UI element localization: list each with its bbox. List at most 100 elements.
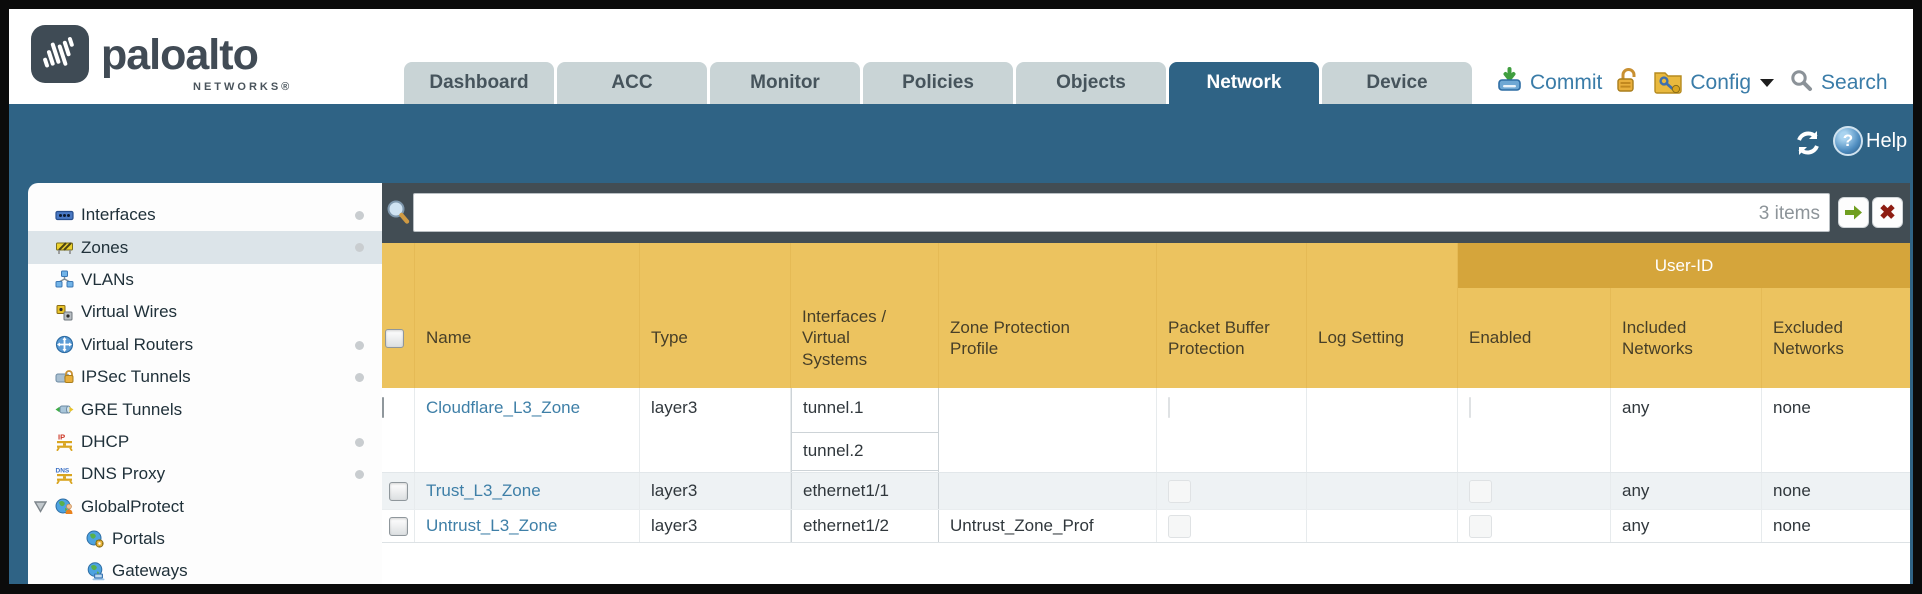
svg-text:IP: IP bbox=[58, 433, 65, 442]
row-checkbox[interactable] bbox=[382, 397, 384, 418]
dhcp-icon: IP bbox=[56, 433, 73, 452]
top-bar: paloalto NETWORKS® Dashboard ACC Monitor… bbox=[9, 9, 1913, 104]
zone-protection-cell bbox=[939, 388, 1157, 472]
vlans-icon bbox=[55, 270, 74, 288]
included-networks-cell: any bbox=[1611, 388, 1762, 472]
interfaces-icon bbox=[55, 210, 74, 220]
user-id-enabled-checkbox[interactable] bbox=[1469, 397, 1471, 418]
sidebar-item-zones[interactable]: Zones bbox=[28, 231, 382, 264]
status-dot bbox=[355, 470, 364, 480]
log-setting-cell bbox=[1307, 473, 1458, 509]
packet-buffer-checkbox[interactable] bbox=[1168, 514, 1191, 538]
interface-entry: tunnel.1 bbox=[792, 388, 938, 433]
zone-type-cell: layer3 bbox=[640, 388, 791, 472]
column-header-excluded-networks: Excluded Networks bbox=[1773, 317, 1844, 358]
zone-name-link[interactable]: Trust_L3_Zone bbox=[426, 481, 541, 500]
row-checkbox[interactable] bbox=[388, 481, 408, 501]
excluded-networks-cell: none bbox=[1773, 516, 1811, 535]
help-icon: ? bbox=[1833, 126, 1863, 156]
packet-buffer-checkbox[interactable] bbox=[1168, 479, 1191, 503]
dns-proxy-icon: DNS bbox=[56, 467, 73, 484]
sidebar-item-virtual-routers[interactable]: Virtual Routers bbox=[28, 329, 382, 361]
commit-button[interactable]: Commit bbox=[1530, 71, 1603, 94]
sidebar-item-dns-proxy[interactable]: DNS DNS Proxy bbox=[28, 458, 382, 490]
clear-filter-button[interactable]: ✖ bbox=[1872, 197, 1903, 228]
config-caret-icon[interactable] bbox=[1760, 79, 1775, 87]
search-icon[interactable] bbox=[1789, 68, 1814, 98]
packet-buffer-checkbox[interactable] bbox=[1168, 397, 1170, 418]
expander-icon[interactable] bbox=[34, 500, 47, 513]
config-button[interactable]: Config bbox=[1690, 71, 1752, 94]
interface-entry: ethernet1/1 bbox=[803, 481, 890, 500]
svg-text:DNS: DNS bbox=[56, 467, 70, 474]
brand-subtext: NETWORKS® bbox=[193, 81, 293, 93]
table-row: Untrust_L3_Zone layer3 ethernet1/2 Untru… bbox=[382, 509, 1910, 543]
sidebar-item-gre-tunnels[interactable]: GRE Tunnels bbox=[28, 393, 382, 425]
commit-icon[interactable] bbox=[1496, 67, 1523, 99]
tab-network[interactable]: Network bbox=[1169, 62, 1319, 104]
zone-name-link[interactable]: Untrust_L3_Zone bbox=[426, 516, 558, 535]
tab-policies[interactable]: Policies bbox=[863, 62, 1013, 104]
status-dot bbox=[355, 437, 364, 447]
utility-actions: Commit Config bbox=[1496, 62, 1888, 104]
paloalto-logo-icon bbox=[31, 25, 89, 83]
filter-bar: 3 items ✖ bbox=[382, 183, 1910, 243]
sidebar-item-vlans[interactable]: VLANs bbox=[28, 264, 382, 296]
network-sidebar: Interfaces Zones VLANs Virtual Wires Vir… bbox=[28, 183, 382, 584]
column-header-interfaces: Interfaces / Virtual Systems bbox=[802, 307, 887, 369]
virtual-routers-icon bbox=[55, 336, 74, 354]
zone-type-cell: layer3 bbox=[640, 473, 791, 509]
sidebar-item-virtual-wires[interactable]: Virtual Wires bbox=[28, 296, 382, 328]
globalprotect-icon bbox=[55, 498, 73, 515]
table-header: Name Type Interfaces / Virtual Systems Z… bbox=[382, 243, 1910, 388]
lock-icon[interactable] bbox=[1615, 67, 1640, 99]
help-action[interactable]: ? Help bbox=[1833, 126, 1907, 156]
zone-protection-cell bbox=[939, 473, 1157, 509]
apply-filter-button[interactable] bbox=[1838, 197, 1869, 228]
table-row: Cloudflare_L3_Zone layer3 tunnel.1 tunne… bbox=[382, 388, 1910, 472]
row-checkbox[interactable] bbox=[388, 516, 408, 536]
included-networks-cell: any bbox=[1611, 473, 1762, 509]
sidebar-item-interfaces[interactable]: Interfaces bbox=[28, 199, 382, 231]
tab-objects[interactable]: Objects bbox=[1016, 62, 1166, 104]
table-row: Trust_L3_Zone layer3 ethernet1/1 any non… bbox=[382, 472, 1910, 509]
column-header-name: Name bbox=[426, 328, 472, 348]
filter-input[interactable] bbox=[413, 193, 1830, 232]
column-header-included-networks: Included Networks bbox=[1622, 317, 1693, 358]
status-dot bbox=[355, 211, 364, 220]
config-icon[interactable] bbox=[1653, 67, 1683, 99]
log-setting-cell bbox=[1307, 388, 1458, 472]
sidebar-item-ipsec-tunnels[interactable]: IPSec Tunnels bbox=[28, 361, 382, 393]
table-body: Cloudflare_L3_Zone layer3 tunnel.1 tunne… bbox=[382, 388, 1910, 543]
tab-acc[interactable]: ACC bbox=[557, 62, 707, 104]
zone-protection-cell: Untrust_Zone_Prof bbox=[939, 510, 1157, 542]
gre-tunnels-icon bbox=[55, 405, 74, 414]
interface-entry: tunnel.2 bbox=[792, 433, 938, 471]
gateways-icon bbox=[87, 562, 105, 581]
virtual-wires-icon bbox=[56, 304, 73, 321]
refresh-icon[interactable] bbox=[1793, 128, 1823, 158]
tab-monitor[interactable]: Monitor bbox=[710, 62, 860, 104]
column-header-packet-buffer: Packet Buffer Protection bbox=[1168, 317, 1270, 358]
status-dot bbox=[355, 372, 364, 382]
select-all-checkbox[interactable] bbox=[384, 328, 404, 348]
interface-entry: ethernet1/2 bbox=[803, 516, 890, 535]
user-id-enabled-checkbox[interactable] bbox=[1469, 514, 1492, 538]
sidebar-item-portals[interactable]: Portals bbox=[28, 523, 382, 555]
sidebar-item-dhcp[interactable]: IP DHCP bbox=[28, 426, 382, 458]
search-button[interactable]: Search bbox=[1821, 71, 1888, 94]
sidebar-item-globalprotect[interactable]: GlobalProtect bbox=[28, 491, 382, 523]
interfaces-cell: tunnel.1 tunnel.2 bbox=[791, 388, 939, 472]
column-header-type: Type bbox=[651, 328, 688, 348]
column-header-zone-protection: Zone Protection Profile bbox=[950, 317, 1071, 358]
user-id-enabled-checkbox[interactable] bbox=[1469, 479, 1492, 503]
zone-name-link[interactable]: Cloudflare_L3_Zone bbox=[426, 398, 581, 417]
sub-header-band: ? Help bbox=[9, 104, 1913, 183]
included-networks-cell: any bbox=[1611, 510, 1762, 542]
zone-type-cell: layer3 bbox=[640, 510, 791, 542]
tab-dashboard[interactable]: Dashboard bbox=[404, 62, 554, 104]
tab-device[interactable]: Device bbox=[1322, 62, 1472, 104]
ipsec-tunnels-icon bbox=[55, 369, 74, 383]
column-header-enabled: Enabled bbox=[1469, 328, 1532, 348]
sidebar-item-gateways[interactable]: Gateways bbox=[28, 555, 382, 584]
